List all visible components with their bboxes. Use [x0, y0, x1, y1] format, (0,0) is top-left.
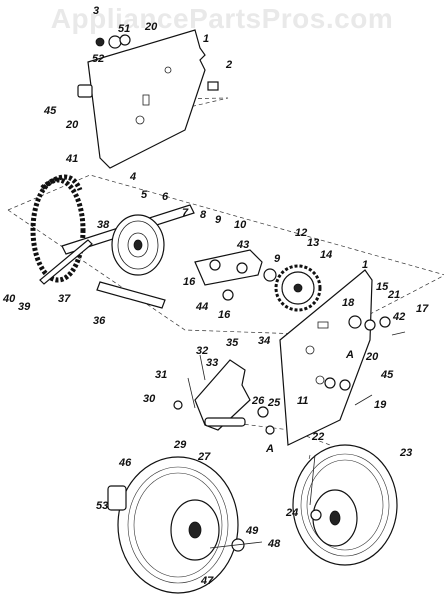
callout-16-right: 16	[218, 309, 231, 321]
callout-19: 19	[374, 399, 387, 411]
callout-14: 14	[320, 249, 332, 261]
callout-A-lower: A	[265, 443, 274, 455]
lever-assembly	[173, 354, 275, 435]
callout-25: 25	[267, 397, 281, 409]
callout-21: 21	[387, 289, 400, 301]
callout-30: 30	[143, 393, 156, 405]
callout-9-right: 9	[274, 253, 281, 265]
drive-chain	[30, 174, 86, 283]
callout-6: 6	[162, 191, 169, 203]
callout-13: 13	[307, 237, 319, 249]
callout-34: 34	[258, 335, 270, 347]
callout-49: 49	[245, 525, 259, 537]
callout-10: 10	[234, 219, 247, 231]
callout-39: 39	[18, 301, 31, 313]
callout-43: 43	[236, 239, 249, 251]
upper-side-plate	[87, 29, 206, 169]
callout-A-upper: A	[345, 349, 354, 361]
callout-22: 22	[311, 431, 324, 443]
callout-46: 46	[118, 457, 132, 469]
callout-53: 53	[96, 500, 108, 512]
callout-24: 24	[285, 507, 298, 519]
callout-38: 38	[97, 219, 110, 231]
callout-31: 31	[155, 369, 167, 381]
callout-1-lower: 1	[362, 259, 368, 271]
callout-41: 41	[65, 153, 78, 165]
callout-16-left: 16	[183, 276, 196, 288]
callout-20-left: 20	[65, 119, 79, 131]
callout-3: 3	[93, 5, 99, 17]
callout-45-lower: 45	[380, 369, 394, 381]
callout-42: 42	[392, 311, 405, 323]
callout-15: 15	[376, 281, 389, 293]
callout-23: 23	[399, 447, 412, 459]
callout-32: 32	[196, 345, 208, 357]
right-wheel	[292, 444, 398, 566]
callout-labels: 3 52 51 20 1 2 45 20 41 4 5 6 38 7 8 9 1…	[2, 5, 429, 587]
callout-27: 27	[197, 451, 211, 463]
callout-33: 33	[206, 357, 218, 369]
callout-40: 40	[2, 293, 16, 305]
callout-9-center: 9	[215, 214, 222, 226]
callout-12: 12	[295, 227, 307, 239]
callout-20-lower: 20	[365, 351, 379, 363]
callout-5: 5	[141, 189, 148, 201]
left-wheel	[107, 456, 263, 594]
callout-45-upper: 45	[43, 105, 57, 117]
callout-7: 7	[182, 207, 189, 219]
callout-2: 2	[225, 59, 232, 71]
callout-11: 11	[297, 395, 308, 407]
callout-17: 17	[416, 303, 429, 315]
nut-bolt-group-upper	[77, 34, 219, 98]
sprocket-gear	[274, 264, 322, 312]
right-fasteners	[324, 315, 406, 406]
center-bracket-assembly	[194, 249, 277, 301]
callout-8: 8	[200, 209, 207, 221]
pulley-wheel	[111, 214, 165, 276]
callout-51: 51	[118, 23, 130, 35]
callout-44: 44	[195, 301, 208, 313]
callout-29: 29	[173, 439, 187, 451]
watermark-text: AppliancePartsPros.com	[51, 3, 393, 34]
callout-18: 18	[342, 297, 355, 309]
callout-1-upper: 1	[203, 33, 209, 45]
callout-47: 47	[200, 575, 214, 587]
callout-48: 48	[267, 538, 281, 550]
callout-4: 4	[129, 171, 136, 183]
callout-20-upper: 20	[144, 21, 158, 33]
callout-26: 26	[251, 395, 265, 407]
lower-side-plate	[279, 269, 373, 446]
callout-52: 52	[92, 53, 104, 65]
callout-35: 35	[226, 337, 239, 349]
callout-36: 36	[93, 315, 106, 327]
callout-37: 37	[58, 293, 71, 305]
